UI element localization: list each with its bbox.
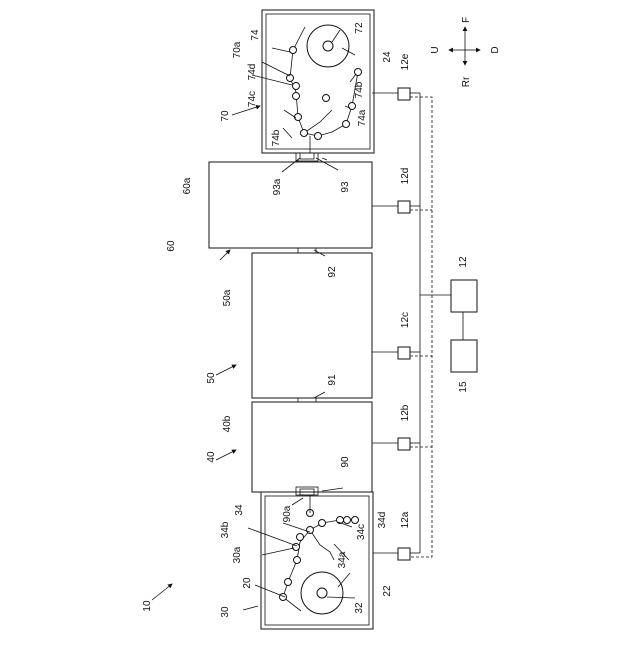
unit-30-reel [301,572,343,614]
label-12b: 12b [400,404,411,421]
label-74b-lower: 74b [271,129,282,146]
label-90: 90 [340,456,351,468]
label-90a: 90a [282,505,293,522]
chamber-connectors [298,160,316,402]
label-12c: 12c [400,312,411,328]
direction-label-rear: Rr [461,76,472,87]
direction-indicator [449,27,480,65]
unit-50-chamber [252,253,372,398]
label-74b-upper: 74b [354,81,365,98]
direction-label-up: U [430,46,441,53]
label-12d: 12d [400,168,411,185]
label-72: 72 [354,22,365,34]
label-15: 15 [458,381,469,393]
label-40: 40 [206,451,217,463]
label-70: 70 [220,110,231,122]
label-74: 74 [250,29,261,41]
label-30a: 30a [232,546,243,563]
label-20: 20 [242,577,253,589]
direction-label-front: F [461,17,472,23]
labels: 10 30 20 30a 34b 34 90a 34a 34c 34d 22 3… [142,17,501,618]
auxiliary-box [451,340,477,372]
label-12a: 12a [400,511,411,528]
label-60a: 60a [182,177,193,194]
label-34c: 34c [356,524,367,540]
label-fig-10: 10 [142,600,153,612]
label-50: 50 [206,372,217,384]
label-34: 34 [234,504,245,516]
label-12: 12 [458,256,469,268]
label-93: 93 [340,181,351,193]
label-60: 60 [166,240,177,252]
unit-60-chamber [209,162,372,248]
label-24: 24 [382,51,393,63]
label-22: 22 [382,585,393,597]
label-34d: 34d [377,512,388,529]
direction-label-down: D [490,46,501,53]
unit-70-reel [307,25,349,67]
label-32: 32 [354,602,365,614]
sensor-wiring [372,93,463,557]
label-92: 92 [327,266,338,278]
label-12e: 12e [400,53,411,70]
controller-box [451,280,477,312]
unit-70-web-path [287,27,362,153]
label-74c: 74c [247,91,258,107]
label-91: 91 [327,374,338,386]
label-40b: 40b [222,415,233,432]
label-93a: 93a [272,178,283,195]
label-74d: 74d [247,64,258,81]
label-34a: 34a [337,551,348,568]
label-70a: 70a [232,41,243,58]
label-34b: 34b [220,521,231,538]
label-74a: 74a [357,109,368,126]
label-30: 30 [220,606,231,618]
unit-40-chamber [252,402,372,492]
label-50a: 50a [222,289,233,306]
